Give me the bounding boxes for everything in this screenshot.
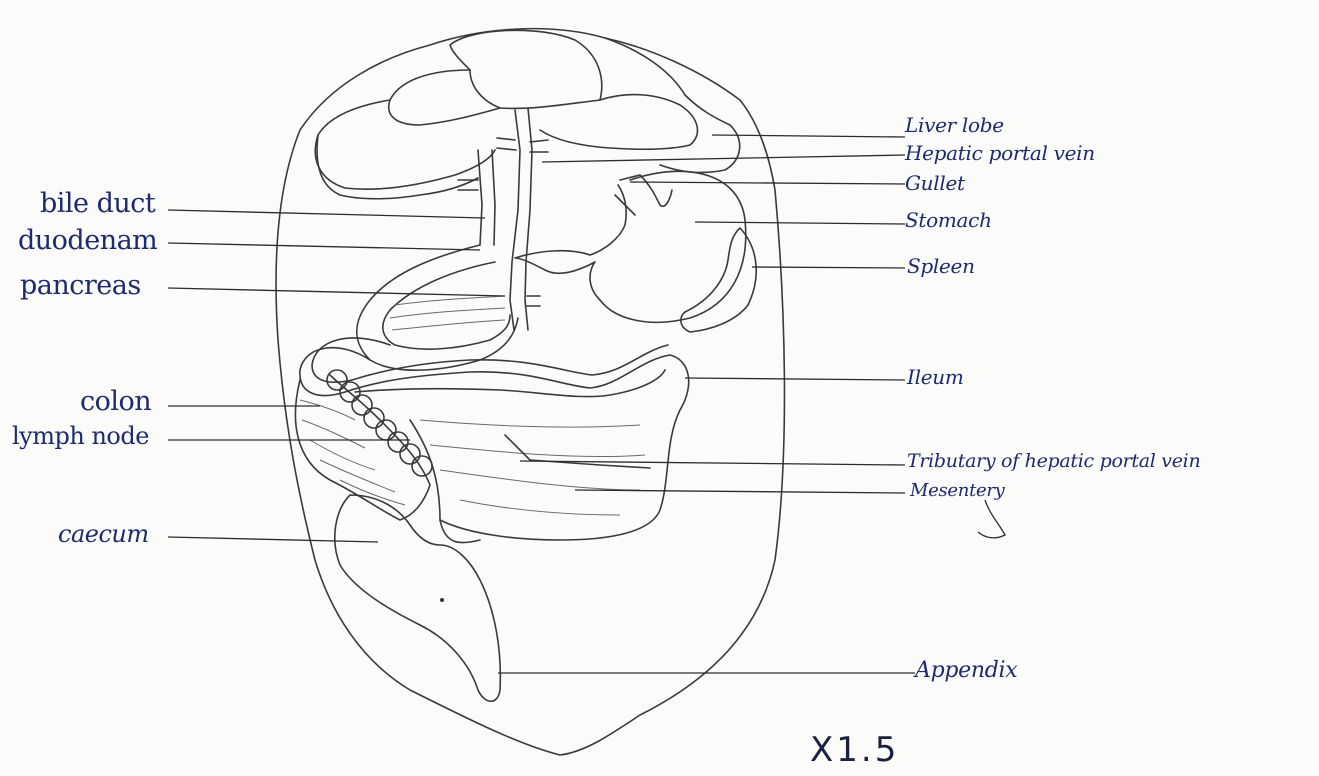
label-spleen: Spleen xyxy=(907,256,975,276)
label-tributary: Tributary of hepatic portal vein xyxy=(907,452,1200,471)
label-ileum: Ileum xyxy=(907,367,963,387)
magnification-label: X1.5 xyxy=(810,733,899,767)
label-bile-duct: bile duct xyxy=(40,190,155,217)
label-gullet: Gullet xyxy=(905,173,965,193)
vessels xyxy=(458,108,548,330)
stomach-group xyxy=(515,171,756,332)
label-lymph-node: lymph node xyxy=(12,424,149,448)
liver xyxy=(315,30,739,198)
label-duodenum: duodenam xyxy=(18,227,157,254)
label-colon: colon xyxy=(80,388,151,415)
label-stomach: Stomach xyxy=(905,210,992,230)
duodenum xyxy=(357,245,518,370)
label-pancreas: pancreas xyxy=(20,272,141,299)
caecum xyxy=(335,495,501,701)
label-caecum: caecum xyxy=(58,522,149,546)
label-hepatic-portal-vein: Hepatic portal vein xyxy=(905,143,1095,163)
label-liver-lobe: Liver lobe xyxy=(905,115,1004,135)
colon xyxy=(295,375,430,520)
label-mesentery: Mesentery xyxy=(910,482,1005,500)
label-appendix: Appendix xyxy=(915,660,1017,682)
leader-lines-left xyxy=(168,210,505,542)
